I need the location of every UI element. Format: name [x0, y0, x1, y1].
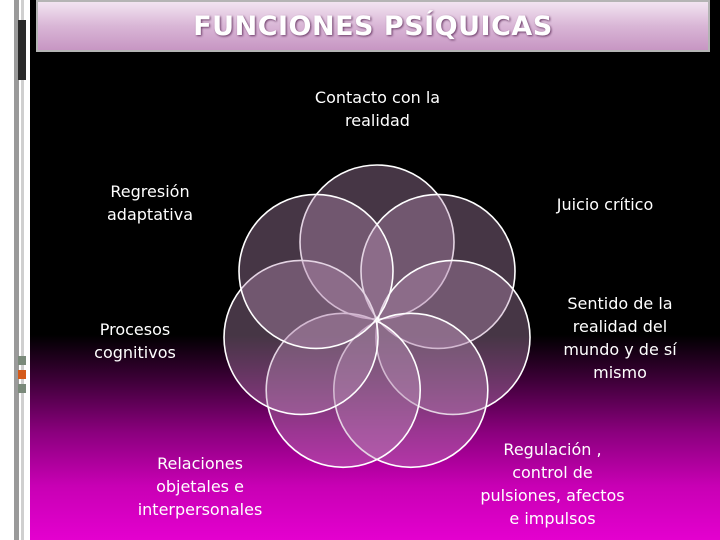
label-line: mundo y de sí	[563, 340, 677, 359]
slide-title: FUNCIONES PSÍQUICAS	[193, 10, 553, 42]
strip-block	[18, 370, 26, 379]
label-line: interpersonales	[137, 500, 263, 519]
label-line: adaptativa	[107, 205, 193, 224]
label-line: Sentido de la	[567, 294, 673, 313]
circle-regresion	[238, 193, 394, 350]
circles-group	[223, 164, 531, 469]
label-line: realidad del	[572, 317, 668, 336]
label-juicio: Juicio crítico	[530, 193, 680, 216]
strip-block	[18, 384, 26, 393]
title-bar: FUNCIONES PSÍQUICAS	[36, 0, 710, 52]
label-line: control de	[512, 463, 593, 482]
circle-juicio	[360, 193, 516, 350]
label-line: objetales e	[156, 477, 244, 496]
label-line: Relaciones	[157, 454, 243, 473]
circle-procesos	[223, 259, 379, 416]
label-regresion: Regresión adaptativa	[75, 180, 225, 226]
label-line: Procesos	[99, 320, 171, 339]
label-regulacion: Regulación , control de pulsiones, afectos…	[455, 438, 650, 530]
label-contacto: Contacto con la realidad	[290, 86, 465, 132]
strip-block	[18, 20, 26, 80]
strip-line	[21, 0, 24, 540]
label-line: cognitivos	[94, 343, 176, 362]
label-line: Juicio crítico	[556, 195, 654, 214]
label-procesos: Procesos cognitivos	[70, 318, 200, 364]
label-line: e impulsos	[509, 509, 596, 528]
strip-block	[18, 356, 26, 365]
label-line: Contacto con la	[314, 88, 441, 107]
label-line: Regulación ,	[503, 440, 602, 459]
main-panel	[30, 0, 720, 540]
strip-line	[14, 0, 19, 540]
label-line: Regresión	[110, 182, 190, 201]
label-sentido: Sentido de la realidad del mundo y de sí mi…	[540, 292, 700, 384]
label-relaciones: Relaciones objetales e interpersonales	[115, 452, 285, 521]
circle-sentido	[375, 259, 531, 416]
label-line: realidad	[345, 111, 410, 130]
left-decorative-strip	[0, 0, 30, 540]
label-line: mismo	[593, 363, 647, 382]
circle-relaciones	[265, 312, 422, 469]
label-line: pulsiones, afectos	[480, 486, 625, 505]
circle-regulacion	[332, 312, 489, 469]
